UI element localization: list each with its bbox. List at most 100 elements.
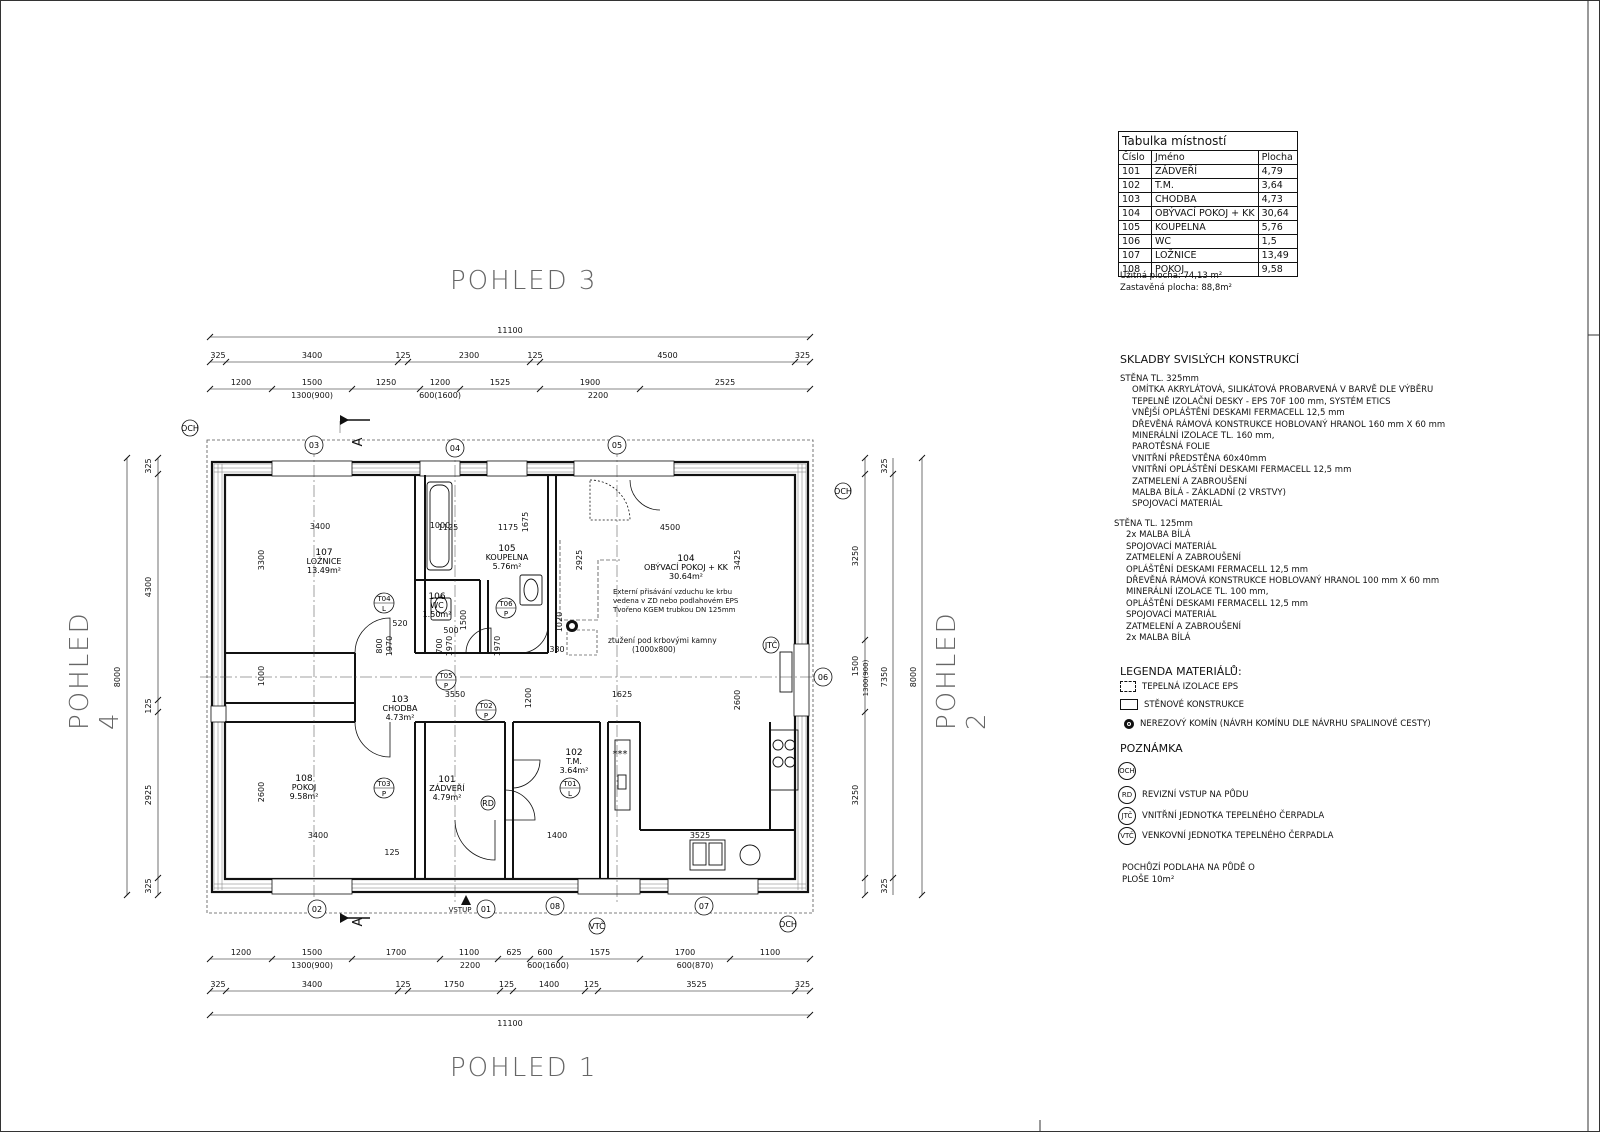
och-marker: OCH [181, 419, 199, 437]
dimension-tick [536, 358, 544, 366]
dimension-label: 700 [435, 638, 444, 653]
view-label-left: POHLED 4 [65, 611, 125, 730]
composition-line: SPOJOVACÍ MATERIÁL [1126, 541, 1217, 552]
rd-icon: RD [1118, 786, 1136, 804]
dimension-label: 3400 [302, 980, 322, 989]
jtc-marker: JTČ [762, 636, 780, 654]
dimension-tick [889, 470, 897, 478]
note-floor-line1: POCHŮZÍ PODLAHA NA PŮDĚ O [1122, 863, 1255, 873]
grid-bubble-label: 03 [309, 441, 319, 450]
room-number: 102 [565, 748, 582, 758]
room-table-cell: 3,64 [1257, 178, 1298, 193]
built-area: Zastavěná plocha: 88,8m² [1120, 283, 1232, 293]
composition-line: 2x MALBA BÍLÁ [1126, 633, 1191, 644]
dimension-label: 625 [506, 948, 521, 957]
dimension-label: 125 [499, 980, 514, 989]
room-table-cell: T.M. [1151, 178, 1259, 193]
composition-line: MINERÁLNÍ IZOLACE TL. 100 mm, [1126, 587, 1269, 598]
dimension-tick [348, 385, 356, 393]
dimension-tick [726, 955, 734, 963]
air-intake-note: Externí přisávání vzduchu ke krbu [613, 588, 732, 596]
annotations: Externí přisávání vzduchu ke krbuvedena … [351, 437, 739, 926]
dimension-label: 11100 [497, 326, 522, 335]
composition-line: DŘEVĚNÁ RÁMOVÁ KONSTRUKCE HOBLOVANÝ HRAN… [1132, 419, 1446, 430]
note-vtc-label: VENKOVNÍ JEDNOTKA TEPELNÉHO ČERPADLA [1142, 831, 1334, 841]
dimension-tick [806, 385, 814, 393]
grid-bubble: 04 [445, 438, 465, 458]
dimension-label: 2925 [575, 550, 584, 570]
stove-marks: *** [613, 749, 628, 760]
dimension-label: 3400 [302, 351, 322, 360]
dimension-label: 1200 [430, 378, 450, 387]
dimension-label: 3300 [257, 550, 266, 570]
dimension-label: 1700 [386, 948, 406, 957]
jtc-marker-label: JTČ [764, 639, 778, 650]
dimension-tick [154, 891, 162, 899]
room-table-cell: 105 [1118, 220, 1152, 235]
room-number: 103 [391, 695, 408, 705]
dimension-tick [496, 987, 504, 995]
grid-bubble: 07 [694, 896, 714, 916]
och-icon: OCH [1118, 762, 1136, 780]
dimension-label: 1100 [459, 948, 479, 957]
dimension-tick [206, 333, 214, 341]
room-table-cell: WC [1151, 234, 1259, 249]
legend-eps-label: TEPELNÁ IZOLACE EPS [1142, 681, 1239, 692]
room-table-cell: 106 [1118, 234, 1152, 249]
door-tag-code: T02 [478, 702, 492, 710]
dimension-label: 2925 [144, 785, 153, 805]
door-tag-code: T04 [376, 595, 391, 603]
legend-walls-label: STĚNOVÉ KONSTRUKCE [1144, 699, 1245, 710]
air-duct [559, 540, 620, 621]
hearth-area [566, 629, 598, 656]
dimension-label: 325 [144, 878, 153, 893]
dimension-tick [206, 385, 214, 393]
grid-bubble-label: 08 [550, 902, 560, 911]
dimension-tick [404, 987, 412, 995]
dimension-tick [791, 987, 799, 995]
dimension-label: 1200 [231, 378, 251, 387]
dimension-tick [154, 696, 162, 704]
dimension-tick [206, 358, 214, 366]
dimension-label: 3250 [851, 785, 860, 805]
dimension-tick [861, 470, 869, 478]
dimension-tick [268, 955, 276, 963]
room-number: 107 [315, 548, 332, 558]
dimension-tick [348, 955, 356, 963]
composition-line: MINERÁLNÍ IZOLACE TL. 160 mm, [1132, 431, 1275, 442]
legend-chimney-label: NEREZOVÝ KOMÍN (NÁVRH KOMÍNU DLE NÁVRHU … [1140, 719, 1431, 729]
och-marker: OCH [779, 915, 797, 933]
dimension-label: 325 [210, 980, 225, 989]
composition-line: OPLÁŠTĚNÍ DESKAMI FERMACELL 12,5 mm [1126, 598, 1309, 609]
dimension-label: 1970 [493, 636, 502, 656]
composition-line: VNĚJŠÍ OPLÁŠTĚNÍ DESKAMI FERMACELL 12,5 … [1132, 408, 1345, 419]
legend-walls: STĚNOVÉ KONSTRUKCE [1120, 699, 1244, 710]
room-schedule-table: Tabulka místností Číslo Jméno Plocha 101… [1118, 131, 1298, 277]
room-table-cell: 13,49 [1257, 248, 1298, 263]
dimension-label: 1000 [430, 521, 450, 530]
dimension-label: 1250 [376, 378, 396, 387]
view-label-right: POHLED 2 [932, 611, 992, 730]
room-area: 4.79m² [433, 793, 462, 802]
composition-line: DŘEVĚNÁ RÁMOVÁ KONSTRUKCE HOBLOVANÝ HRAN… [1126, 576, 1440, 587]
room-area: 13.49m² [307, 566, 341, 575]
dimension-label: 3525 [686, 980, 706, 989]
dimension-tick [806, 333, 814, 341]
dimension-tick [791, 358, 799, 366]
dimension-label: 8000 [909, 667, 918, 687]
grid-bubble: 03 [304, 435, 324, 455]
dimension-label: 1000 [257, 666, 266, 686]
kitchen-sink [689, 839, 726, 871]
room-table-cell: 30,64 [1257, 206, 1298, 221]
room-number: 101 [438, 775, 455, 785]
note-rd: RD REVIZNÍ VSTUP NA PŮDU [1118, 786, 1248, 804]
och-marker-label: OCH [834, 487, 852, 496]
dimension-label: 1400 [547, 831, 567, 840]
dimension-tick [806, 987, 814, 995]
